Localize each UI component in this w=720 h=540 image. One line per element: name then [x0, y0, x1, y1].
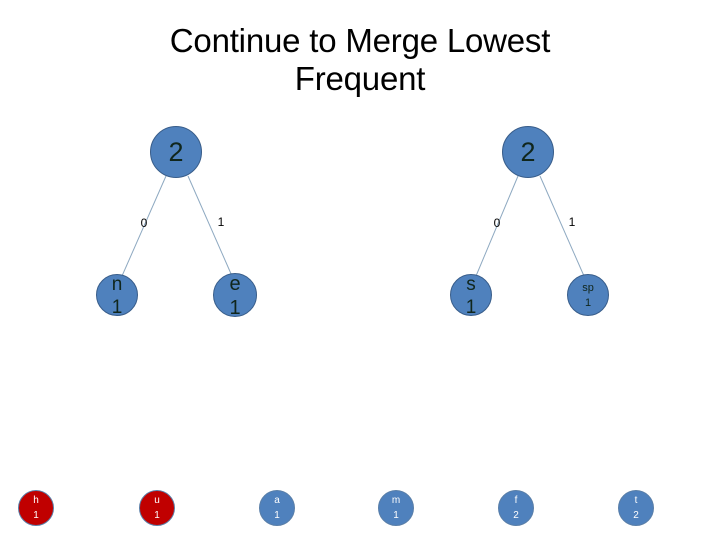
- node-label: 2: [520, 136, 536, 167]
- tree-node-leaf-sp[interactable]: sp 1: [567, 274, 609, 316]
- alphabet-node-m[interactable]: m 1: [378, 490, 414, 526]
- alphabet-node-t[interactable]: t 2: [618, 490, 654, 526]
- edge-label-left-0: 0: [140, 216, 148, 230]
- node-symbol: h: [33, 494, 39, 506]
- tree-node-root-right[interactable]: 2: [502, 126, 554, 178]
- node-count: 1: [393, 509, 399, 521]
- node-symbol: m: [391, 494, 401, 506]
- alphabet-node-h[interactable]: h 1: [18, 490, 54, 526]
- tree-node-leaf-e[interactable]: e 1: [213, 272, 257, 319]
- page-title: Continue to Merge Lowest Frequent: [169, 22, 551, 98]
- node-symbol: f: [514, 494, 518, 506]
- tree-node-leaf-s[interactable]: s 1: [450, 273, 492, 318]
- node-symbol: a: [274, 494, 280, 506]
- node-count: 1: [229, 296, 241, 319]
- tree-node-leaf-n[interactable]: n 1: [96, 273, 138, 318]
- alphabet-node-u[interactable]: u 1: [139, 490, 175, 526]
- node-count: 2: [513, 509, 519, 521]
- edge-label-right-0: 0: [493, 216, 501, 230]
- alphabet-node-a[interactable]: a 1: [259, 490, 295, 526]
- node-count: 1: [111, 296, 123, 318]
- alphabet-node-f[interactable]: f 2: [498, 490, 534, 526]
- node-symbol: t: [634, 494, 638, 506]
- edge-label-right-1: 1: [568, 215, 576, 229]
- node-symbol: e: [229, 272, 241, 295]
- node-count: 1: [274, 509, 280, 521]
- node-count: 1: [33, 509, 39, 521]
- node-symbol: sp: [582, 281, 594, 294]
- node-count: 2: [633, 509, 639, 521]
- node-count: 1: [465, 296, 477, 318]
- node-symbol: n: [111, 273, 123, 295]
- node-symbol: u: [154, 494, 160, 506]
- node-symbol: s: [466, 273, 476, 295]
- tree-node-root-left[interactable]: 2: [150, 126, 202, 178]
- node-count: 1: [584, 296, 592, 309]
- node-count: 1: [154, 509, 160, 521]
- edge-label-left-1: 1: [217, 215, 225, 229]
- node-label: 2: [168, 136, 184, 167]
